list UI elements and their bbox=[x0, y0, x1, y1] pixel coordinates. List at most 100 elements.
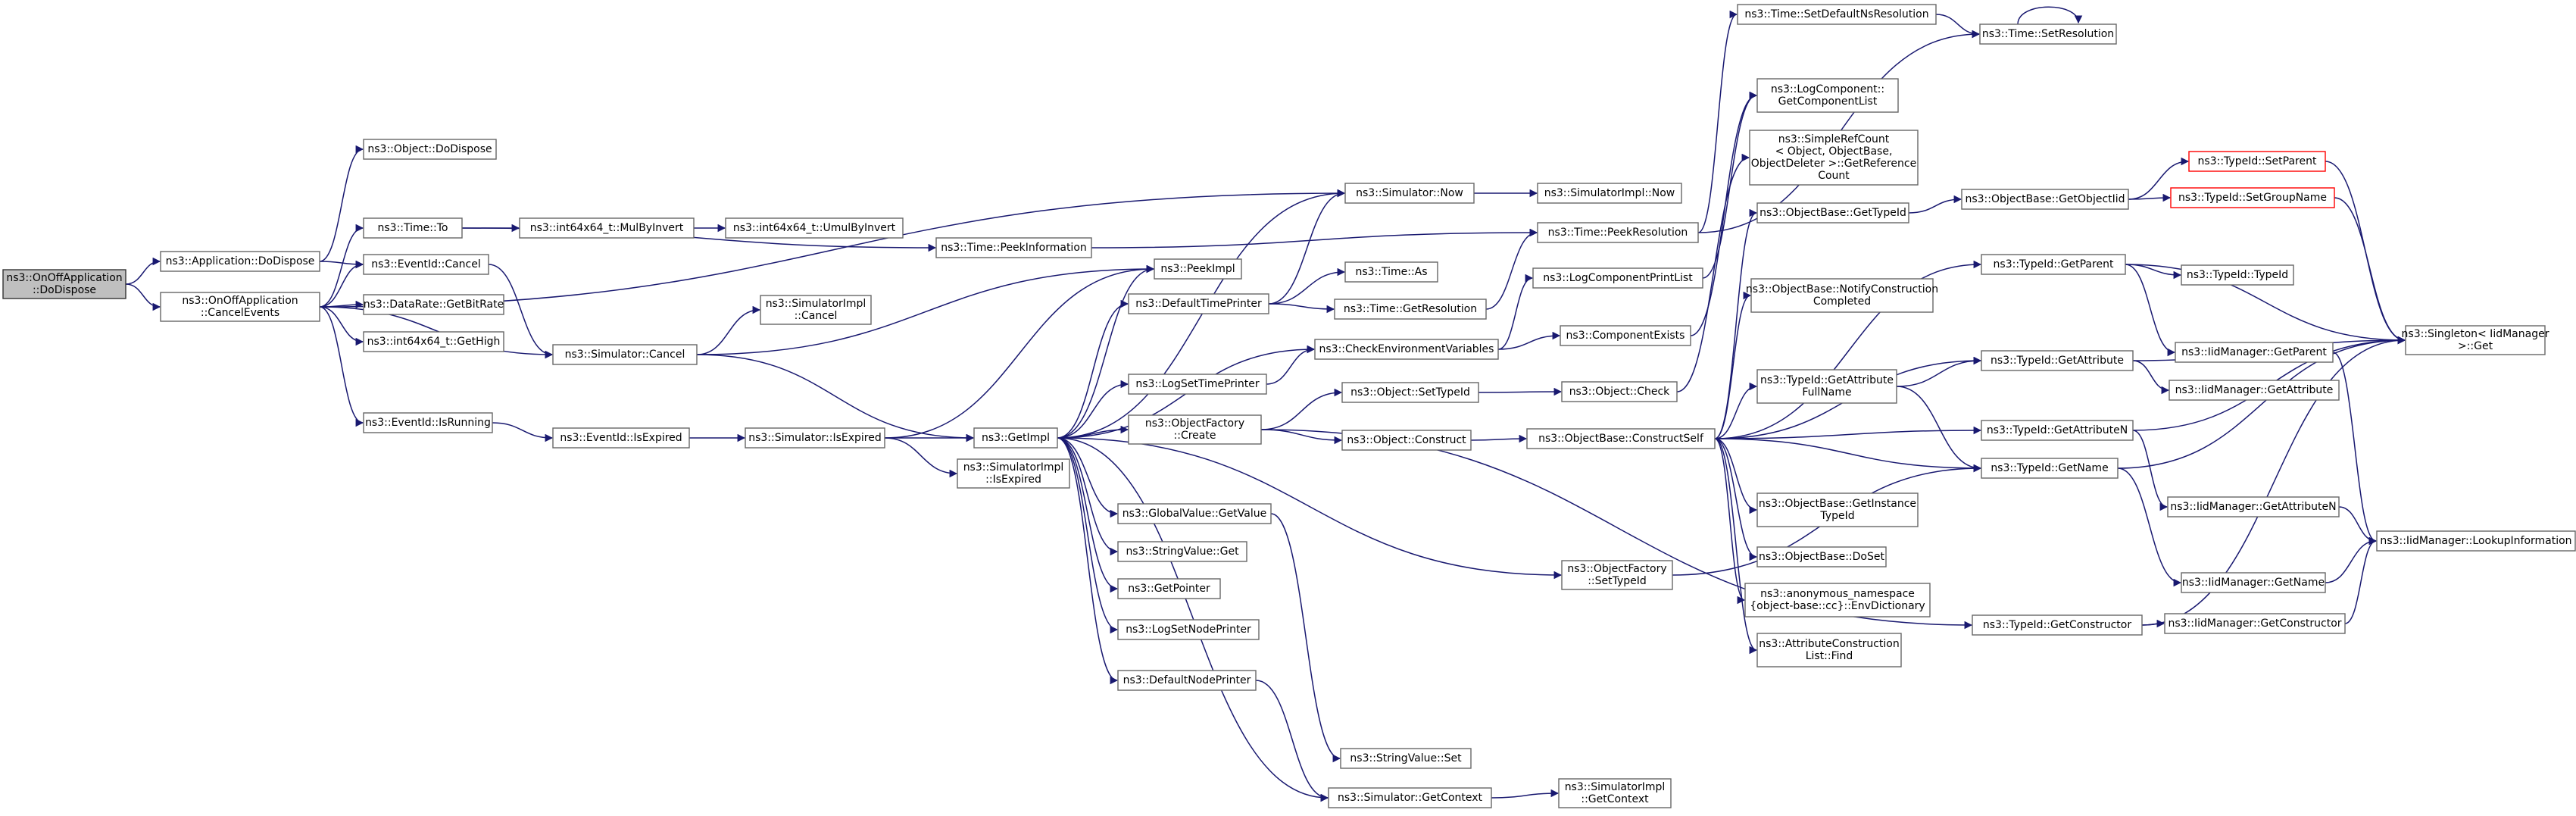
node-setdefaultns[interactable]: ns3::Time::SetDefaultNsResolution bbox=[1737, 4, 1937, 25]
node-box[interactable] bbox=[745, 427, 885, 449]
node-box[interactable] bbox=[363, 331, 504, 352]
node-setresolution[interactable]: ns3::Time::SetResolution bbox=[1979, 23, 2117, 45]
node-sim-getcontext[interactable]: ns3::Simulator::GetContext bbox=[1328, 787, 1492, 808]
node-getimpl[interactable]: ns3::GetImpl bbox=[973, 427, 1058, 449]
node-simimpl-getcontext[interactable]: ns3::SimulatorImpl::GetContext bbox=[1558, 778, 1672, 808]
node-typeid-getconstructor[interactable]: ns3::TypeId::GetConstructor bbox=[1972, 614, 2143, 636]
node-box[interactable] bbox=[2, 269, 126, 299]
node-logsettimeprinter[interactable]: ns3::LogSetTimePrinter bbox=[1128, 374, 1267, 395]
node-box[interactable] bbox=[2164, 613, 2346, 634]
node-eventid-isexpired[interactable]: ns3::EventId::IsExpired bbox=[552, 427, 690, 449]
node-int64-gethigh[interactable]: ns3::int64x64_t::GetHigh bbox=[363, 331, 504, 352]
node-box[interactable] bbox=[2188, 151, 2326, 172]
node-box[interactable] bbox=[1532, 267, 1703, 289]
node-box[interactable] bbox=[1128, 414, 1262, 445]
node-time-peekres[interactable]: ns3::Time::PeekResolution bbox=[1537, 222, 1699, 243]
node-iid-getname[interactable]: ns3::IidManager::GetName bbox=[2181, 572, 2326, 593]
node-box[interactable] bbox=[519, 217, 695, 239]
node-box[interactable] bbox=[935, 237, 1092, 258]
node-logsetnodeprinter[interactable]: ns3::LogSetNodePrinter bbox=[1117, 619, 1260, 640]
node-box[interactable] bbox=[1961, 189, 2129, 210]
node-box[interactable] bbox=[2405, 325, 2546, 355]
node-box[interactable] bbox=[1344, 261, 1438, 283]
node-box[interactable] bbox=[2170, 187, 2335, 208]
node-simimpl-isexpired[interactable]: ns3::SimulatorImpl::IsExpired bbox=[957, 458, 1070, 489]
node-box[interactable] bbox=[1981, 458, 2119, 479]
node-box[interactable] bbox=[1314, 339, 1499, 360]
node-box[interactable] bbox=[1756, 633, 1902, 667]
node-typeid-getattributen[interactable]: ns3::TypeId::GetAttributeN bbox=[1981, 420, 2134, 441]
node-box[interactable] bbox=[1981, 350, 2134, 371]
node-obj-check[interactable]: ns3::Object::Check bbox=[1561, 381, 1678, 402]
node-box[interactable] bbox=[2175, 342, 2334, 363]
node-sim-now[interactable]: ns3::Simulator::Now bbox=[1344, 183, 1475, 204]
node-iid-lookup[interactable]: ns3::IidManager::LookupInformation bbox=[2376, 530, 2576, 552]
node-iid-getconstructor[interactable]: ns3::IidManager::GetConstructor bbox=[2164, 613, 2346, 634]
node-getpointer[interactable]: ns3::GetPointer bbox=[1117, 578, 1221, 599]
node-box[interactable] bbox=[957, 458, 1070, 489]
node-box[interactable] bbox=[1117, 619, 1260, 640]
node-box[interactable] bbox=[2181, 264, 2294, 286]
node-box[interactable] bbox=[1561, 381, 1678, 402]
node-typeid-setgroupname[interactable]: ns3::TypeId::SetGroupName bbox=[2170, 187, 2335, 208]
node-typeid-getname[interactable]: ns3::TypeId::GetName bbox=[1981, 458, 2119, 479]
node-box[interactable] bbox=[1340, 748, 1472, 769]
node-box[interactable] bbox=[2167, 496, 2340, 517]
node-time-to[interactable]: ns3::Time::To bbox=[363, 217, 463, 239]
node-box[interactable] bbox=[1756, 369, 1897, 404]
node-compexists[interactable]: ns3::ComponentExists bbox=[1560, 325, 1691, 346]
node-objfactory-settypeid[interactable]: ns3::ObjectFactory::SetTypeId bbox=[1561, 560, 1673, 590]
node-typeid-getattribute[interactable]: ns3::TypeId::GetAttribute bbox=[1981, 350, 2134, 371]
node-box[interactable] bbox=[725, 217, 904, 239]
node-box[interactable] bbox=[1979, 23, 2117, 45]
node-defaultnodeprinter[interactable]: ns3::DefaultNodePrinter bbox=[1117, 670, 1257, 691]
node-box[interactable] bbox=[1756, 78, 1899, 113]
node-box[interactable] bbox=[363, 217, 463, 239]
node-objfactory-create[interactable]: ns3::ObjectFactory::Create bbox=[1128, 414, 1262, 445]
node-box[interactable] bbox=[1737, 4, 1937, 25]
node-box[interactable] bbox=[1537, 222, 1699, 243]
node-obj-settypeid[interactable]: ns3::Object::SetTypeId bbox=[1341, 382, 1479, 403]
node-box[interactable] bbox=[1117, 578, 1221, 599]
node-peekimpl[interactable]: ns3::PeekImpl bbox=[1154, 258, 1242, 280]
node-box[interactable] bbox=[973, 427, 1058, 449]
node-globalvalue[interactable]: ns3::GlobalValue::GetValue bbox=[1117, 503, 1272, 524]
node-time-getres[interactable]: ns3::Time::GetResolution bbox=[1334, 299, 1487, 320]
node-app-dodispose[interactable]: ns3::Application::DoDispose bbox=[160, 251, 320, 272]
node-box[interactable] bbox=[363, 139, 497, 160]
node-box[interactable] bbox=[1750, 278, 1934, 313]
node-box[interactable] bbox=[1341, 382, 1479, 403]
node-box[interactable] bbox=[1744, 583, 1931, 617]
node-defaulttimeprinter[interactable]: ns3::DefaultTimePrinter bbox=[1128, 293, 1269, 314]
node-root[interactable]: ns3::OnOffApplication::DoDispose bbox=[2, 269, 126, 299]
node-checkenv[interactable]: ns3::CheckEnvironmentVariables bbox=[1314, 339, 1499, 360]
node-eventid-isrunning[interactable]: ns3::EventId::IsRunning bbox=[363, 412, 493, 433]
node-box[interactable] bbox=[552, 344, 698, 365]
node-box[interactable] bbox=[1749, 130, 1919, 186]
node-box[interactable] bbox=[2181, 572, 2326, 593]
node-iid-getparent[interactable]: ns3::IidManager::GetParent bbox=[2175, 342, 2334, 363]
node-box[interactable] bbox=[1756, 492, 1919, 527]
node-iid-getattribute[interactable]: ns3::IidManager::GetAttribute bbox=[2169, 380, 2340, 401]
node-singleton-get[interactable]: ns3::Singleton< IidManager>::Get bbox=[2402, 325, 2549, 355]
node-box[interactable] bbox=[160, 292, 320, 322]
node-box[interactable] bbox=[760, 295, 872, 325]
node-umulbyinvert[interactable]: ns3::int64x64_t::UmulByInvert bbox=[725, 217, 904, 239]
node-box[interactable] bbox=[1154, 258, 1242, 280]
node-mulbyinvert[interactable]: ns3::int64x64_t::MulByInvert bbox=[519, 217, 695, 239]
node-obj-construct[interactable]: ns3::Object::Construct bbox=[1341, 430, 1472, 451]
node-sim-isexpired[interactable]: ns3::Simulator::IsExpired bbox=[745, 427, 885, 449]
node-box[interactable] bbox=[1117, 670, 1257, 691]
node-box[interactable] bbox=[1341, 430, 1472, 451]
node-box[interactable] bbox=[1981, 254, 2126, 275]
node-box[interactable] bbox=[1756, 202, 1909, 224]
node-box[interactable] bbox=[1537, 183, 1682, 204]
node-box[interactable] bbox=[363, 294, 504, 315]
node-box[interactable] bbox=[1561, 560, 1673, 590]
node-box[interactable] bbox=[1972, 614, 2143, 636]
node-ob-gettypeid[interactable]: ns3::ObjectBase::GetTypeId bbox=[1756, 202, 1909, 224]
node-eventid-cancel[interactable]: ns3::EventId::Cancel bbox=[363, 254, 489, 275]
